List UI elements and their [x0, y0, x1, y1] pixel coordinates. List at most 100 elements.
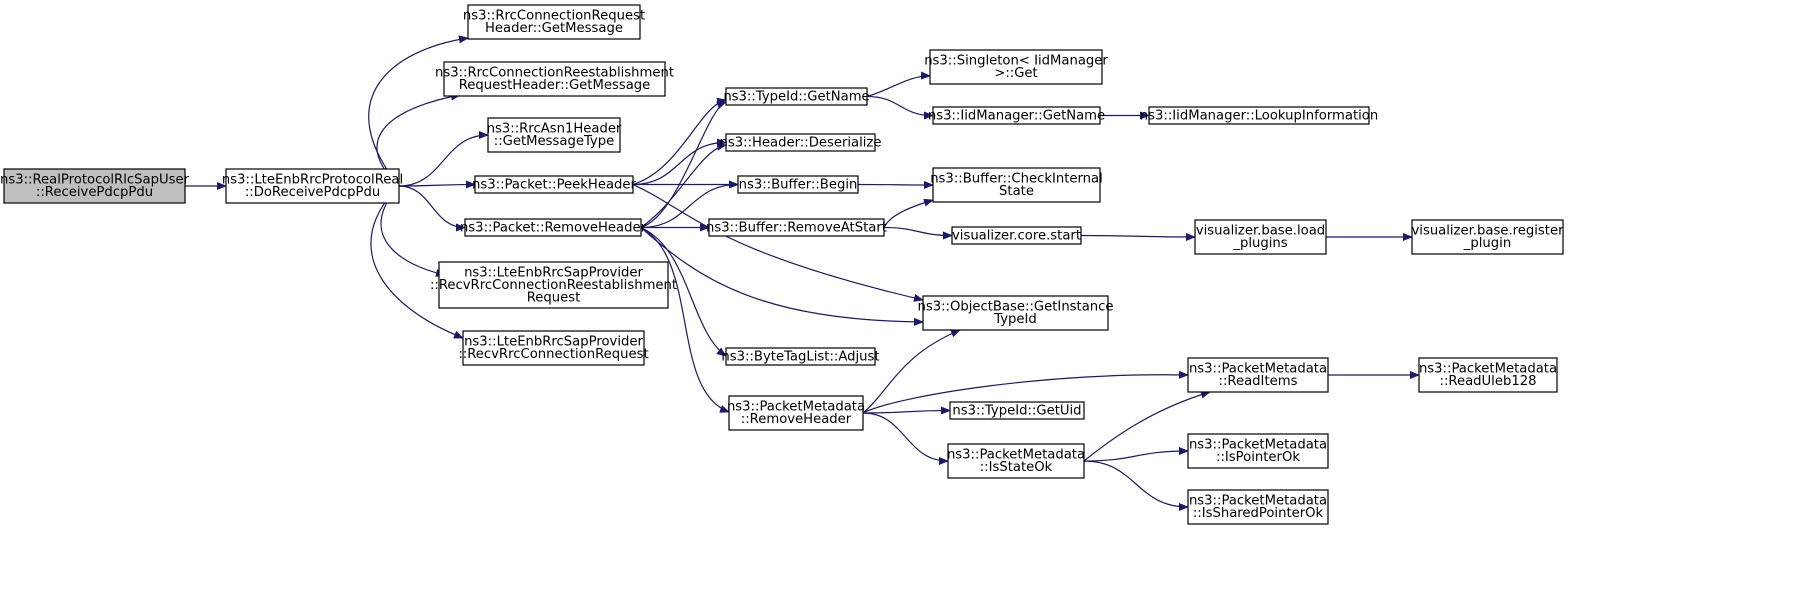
- node-label: ns3::RrcConnectionRequest: [463, 9, 645, 24]
- node-n20[interactable]: visualizer.core.start: [951, 226, 1082, 245]
- node-n0[interactable]: ns3::RealProtocolRlcSapUser::ReceivePdcp…: [0, 168, 190, 204]
- node-label: ::RecvRrcConnectionReestablishment: [430, 278, 677, 293]
- edge-n15-n24: [862, 370, 1189, 414]
- edge-n1-n6: [398, 185, 466, 232]
- node-box[interactable]: [929, 49, 1103, 85]
- node-label: ns3::RealProtocolRlcSapUser: [0, 173, 190, 188]
- node-box[interactable]: [464, 218, 642, 237]
- node-n23[interactable]: ns3::TypeId::GetUid: [949, 401, 1085, 420]
- edge-n15-n13: [862, 329, 961, 414]
- node-n15[interactable]: ns3::PacketMetadata::RemoveHeader: [727, 395, 865, 431]
- node-n11[interactable]: ns3::Buffer::Begin: [737, 175, 859, 194]
- node-n21[interactable]: visualizer.base.load_plugins: [1194, 219, 1327, 255]
- node-box[interactable]: [438, 261, 669, 309]
- node-label: ns3::ObjectBase::GetInstance: [917, 300, 1113, 315]
- node-label: ns3::PacketMetadata: [1189, 494, 1327, 509]
- edge-n26-n24: [1083, 390, 1211, 462]
- node-box[interactable]: [932, 167, 1101, 203]
- node-n3[interactable]: ns3::RrcConnectionReestablishmentRequest…: [435, 61, 674, 97]
- node-label: ns3::PacketMetadata: [727, 400, 865, 415]
- edge-n1-n3: [376, 92, 461, 187]
- node-label: ::DoReceivePdcpPdu: [245, 185, 380, 200]
- node-box[interactable]: [474, 175, 634, 194]
- node-box[interactable]: [949, 401, 1085, 420]
- node-box[interactable]: [725, 133, 876, 152]
- node-box[interactable]: [1148, 106, 1370, 125]
- node-label: ns3::Buffer::RemoveAtStart: [706, 220, 887, 235]
- node-n5[interactable]: ns3::Packet::PeekHeader: [472, 175, 637, 194]
- node-label: visualizer.core.start: [952, 228, 1081, 243]
- edge-n20-n21: [1080, 232, 1196, 241]
- node-label: ns3::Packet::RemoveHeader: [460, 220, 647, 235]
- node-box[interactable]: [467, 4, 641, 40]
- node-box[interactable]: [725, 347, 876, 366]
- node-box[interactable]: [922, 295, 1109, 331]
- node-box[interactable]: [1418, 357, 1558, 393]
- node-box[interactable]: [1187, 433, 1329, 469]
- node-n27[interactable]: ns3::PacketMetadata::IsPointerOk: [1187, 433, 1329, 469]
- node-n2[interactable]: ns3::RrcConnectionRequestHeader::GetMess…: [463, 4, 645, 40]
- node-n9[interactable]: ns3::TypeId::GetName: [723, 87, 870, 106]
- node-label: State: [999, 184, 1034, 199]
- edge-n6-n11: [640, 180, 739, 229]
- node-box[interactable]: [737, 175, 859, 194]
- node-box[interactable]: [932, 106, 1101, 125]
- node-box[interactable]: [708, 218, 885, 237]
- node-box[interactable]: [443, 61, 666, 97]
- node-label: ns3::LteEnbRrcSapProvider: [464, 265, 643, 280]
- edge-n12-n20: [883, 226, 953, 240]
- node-label: ::IsPointerOk: [1216, 450, 1300, 465]
- node-label: ns3::PacketMetadata: [1189, 362, 1327, 377]
- edge-n1-n4: [398, 131, 489, 187]
- node-n6[interactable]: ns3::Packet::RemoveHeader: [460, 218, 647, 237]
- node-label: ::ReadUleb128: [1440, 374, 1537, 389]
- node-label: ns3::IidManager::LookupInformation: [1140, 108, 1378, 123]
- edge-n11-n19: [857, 180, 934, 189]
- node-n7[interactable]: ns3::LteEnbRrcSapProvider::RecvRrcConnec…: [430, 261, 677, 309]
- edge-n15-n26: [862, 412, 949, 465]
- node-box[interactable]: [1187, 357, 1329, 393]
- node-label: ns3::Buffer::CheckInternal: [930, 172, 1103, 187]
- node-box[interactable]: [947, 443, 1085, 479]
- node-box[interactable]: [1187, 489, 1329, 525]
- node-box[interactable]: [487, 117, 621, 153]
- node-box[interactable]: [225, 168, 400, 204]
- node-box[interactable]: [951, 226, 1082, 245]
- node-box[interactable]: [728, 395, 864, 431]
- node-n24[interactable]: ns3::PacketMetadata::ReadItems: [1187, 357, 1329, 393]
- node-n17[interactable]: ns3::IidManager::GetName: [928, 106, 1105, 125]
- node-n1[interactable]: ns3::LteEnbRrcProtocolReal::DoReceivePdc…: [222, 168, 403, 204]
- node-n18[interactable]: ns3::IidManager::LookupInformation: [1140, 106, 1378, 125]
- node-n25[interactable]: ns3::PacketMetadata::ReadUleb128: [1418, 357, 1558, 393]
- node-box[interactable]: [462, 330, 645, 366]
- node-n14[interactable]: ns3::ByteTagList::Adjust: [721, 347, 880, 366]
- node-n4[interactable]: ns3::RrcAsn1Header::GetMessageType: [487, 117, 622, 153]
- edge-n5-n10: [632, 138, 727, 186]
- edge-n9-n16: [866, 71, 931, 98]
- node-n22[interactable]: visualizer.base.register_plugin: [1411, 219, 1564, 255]
- node-n12[interactable]: ns3::Buffer::RemoveAtStart: [706, 218, 887, 237]
- node-label: TypeId: [993, 312, 1037, 327]
- node-label: ns3::IidManager::GetName: [928, 108, 1105, 123]
- node-n16[interactable]: ns3::Singleton< IidManager>::Get: [924, 49, 1108, 85]
- node-label: ns3::Header::Deserialize: [720, 135, 882, 150]
- node-box[interactable]: [1194, 219, 1327, 255]
- node-label: ns3::PacketMetadata: [1419, 362, 1557, 377]
- node-n28[interactable]: ns3::PacketMetadata::IsSharedPointerOk: [1187, 489, 1329, 525]
- edge-n1-n8: [370, 185, 464, 339]
- node-box[interactable]: [3, 168, 186, 204]
- node-box[interactable]: [725, 87, 868, 106]
- edge-n9-n17: [866, 95, 934, 120]
- node-n10[interactable]: ns3::Header::Deserialize: [720, 133, 882, 152]
- node-n8[interactable]: ns3::LteEnbRrcSapProvider::RecvRrcConnec…: [458, 330, 649, 366]
- node-label: ns3::ByteTagList::Adjust: [721, 349, 879, 364]
- node-label: visualizer.base.register: [1411, 224, 1564, 239]
- node-box[interactable]: [1411, 219, 1564, 255]
- edge-n6-n13: [640, 227, 924, 326]
- edge-n6-n14: [640, 226, 727, 357]
- node-label: ::IsSharedPointerOk: [1193, 506, 1324, 521]
- node-n26[interactable]: ns3::PacketMetadata::IsStateOk: [947, 443, 1085, 479]
